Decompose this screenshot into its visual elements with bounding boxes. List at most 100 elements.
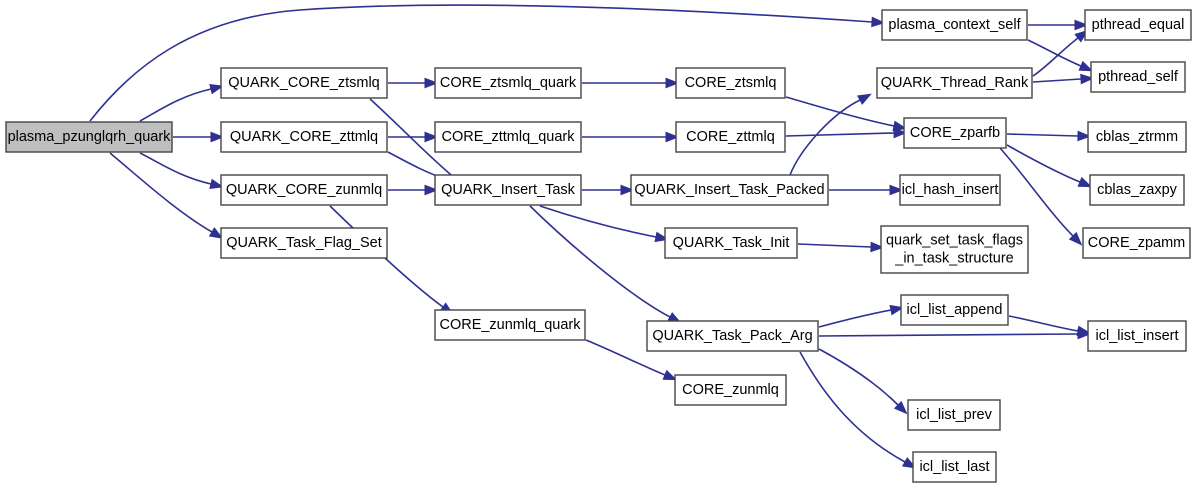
node-label: QUARK_Insert_Task_Packed — [634, 182, 824, 198]
edge-plasma_pzunglqrh_quark-to-QUARK_CORE_zunmlq — [139, 152, 225, 190]
arrowhead — [857, 93, 872, 105]
edge-plasma_context_self-to-pthread_equal — [1028, 19, 1089, 31]
node-box[interactable] — [220, 121, 388, 153]
graph-node-pthread_self[interactable]: pthread_self — [1090, 61, 1186, 93]
arrowhead — [871, 16, 886, 28]
arrowhead — [1076, 325, 1092, 337]
node-box[interactable] — [881, 9, 1028, 41]
node-box[interactable] — [1090, 61, 1186, 93]
node-box[interactable] — [1087, 320, 1187, 352]
node-label: icl_hash_insert — [902, 182, 999, 198]
node-label: CORE_ztsmlq — [685, 75, 777, 91]
nodes-layer: plasma_pzunglqrh_quarkQUARK_CORE_ztsmlqQ… — [5, 9, 1192, 483]
node-box[interactable] — [1089, 174, 1185, 206]
graph-node-icl_list_prev[interactable]: icl_list_prev — [907, 399, 1001, 431]
graph-node-plasma_pzunglqrh_quark[interactable]: plasma_pzunglqrh_quark — [5, 121, 173, 153]
node-box[interactable] — [220, 227, 388, 259]
graph-node-QUARK_Task_Flag_Set[interactable]: QUARK_Task_Flag_Set — [220, 227, 388, 259]
node-box[interactable] — [5, 121, 173, 153]
graph-node-CORE_zttmlq_quark[interactable]: CORE_zttmlq_quark — [434, 121, 582, 153]
graph-node-QUARK_Task_Init[interactable]: QUARK_Task_Init — [664, 227, 798, 259]
arrowhead — [870, 241, 885, 253]
arrowhead — [893, 127, 908, 139]
node-box[interactable] — [880, 225, 1029, 274]
graph-node-QUARK_CORE_zttmlq[interactable]: QUARK_CORE_zttmlq — [220, 121, 388, 153]
graph-node-cblas_zaxpy[interactable]: cblas_zaxpy — [1089, 174, 1185, 206]
node-label: QUARK_Task_Flag_Set — [226, 235, 382, 251]
graph-node-cblas_ztrmm[interactable]: cblas_ztrmm — [1087, 121, 1187, 153]
edge-CORE_ztsmlq-to-CORE_zparfb — [785, 96, 908, 132]
edge-CORE_zparfb-to-cblas_zaxpy — [1006, 144, 1093, 188]
node-box[interactable] — [1084, 9, 1192, 41]
node-box[interactable] — [876, 67, 1033, 99]
graph-node-CORE_zpamm[interactable]: CORE_zpamm — [1082, 227, 1191, 259]
arrowhead — [1077, 176, 1093, 188]
graph-node-icl_list_last[interactable]: icl_list_last — [912, 451, 997, 483]
edge-plasma_context_self-to-pthread_self — [1027, 39, 1094, 72]
arrowhead — [892, 120, 908, 132]
graph-node-CORE_zunmlq_quark[interactable]: CORE_zunmlq_quark — [434, 309, 586, 341]
node-box[interactable] — [1087, 121, 1187, 153]
node-label: QUARK_Task_Init — [673, 235, 790, 251]
graph-node-CORE_zparfb[interactable]: CORE_zparfb — [903, 117, 1007, 149]
graph-node-QUARK_Task_Pack_Arg[interactable]: QUARK_Task_Pack_Arg — [646, 320, 819, 352]
node-box[interactable] — [630, 174, 829, 206]
node-box[interactable] — [907, 399, 1001, 431]
graph-node-QUARK_CORE_zunmlq[interactable]: QUARK_CORE_zunmlq — [220, 174, 388, 206]
edge-QUARK_CORE_zunmlq-to-CORE_zunmlq_quark — [329, 205, 454, 315]
node-box[interactable] — [434, 174, 582, 206]
node-label: icl_list_append — [907, 302, 1003, 318]
edge-QUARK_Task_Init-to-quark_set_task_flags_in_task_structure — [797, 241, 885, 253]
arrowhead — [1068, 231, 1083, 246]
node-box[interactable] — [912, 451, 997, 483]
node-box[interactable] — [434, 121, 582, 153]
edge-CORE_zparfb-to-CORE_zpamm — [999, 147, 1083, 246]
graph-node-CORE_zunmlq[interactable]: CORE_zunmlq — [674, 374, 787, 406]
edge-QUARK_Insert_Task_Packed-to-QUARK_Thread_Rank — [789, 93, 872, 176]
graph-node-icl_list_append[interactable]: icl_list_append — [900, 294, 1009, 326]
graph-node-plasma_context_self[interactable]: plasma_context_self — [881, 9, 1028, 41]
node-label: icl_list_prev — [916, 407, 992, 423]
node-box[interactable] — [220, 174, 388, 206]
node-box[interactable] — [674, 374, 787, 406]
node-box[interactable] — [220, 67, 388, 99]
graph-node-CORE_ztsmlq[interactable]: CORE_ztsmlq — [675, 67, 786, 99]
node-box[interactable] — [434, 309, 586, 341]
node-box[interactable] — [899, 174, 1001, 206]
node-label: plasma_pzunglqrh_quark — [8, 129, 172, 145]
edge-QUARK_CORE_zttmlq-to-CORE_zttmlq_quark — [388, 131, 439, 143]
node-box[interactable] — [900, 294, 1009, 326]
node-box[interactable] — [1082, 227, 1191, 259]
node-label: icl_list_insert — [1096, 328, 1179, 344]
node-box[interactable] — [434, 67, 582, 99]
graph-node-CORE_ztsmlq_quark[interactable]: CORE_ztsmlq_quark — [434, 67, 582, 99]
node-box[interactable] — [646, 320, 819, 352]
graph-node-CORE_zttmlq[interactable]: CORE_zttmlq — [675, 121, 786, 153]
graph-node-icl_list_insert[interactable]: icl_list_insert — [1087, 320, 1187, 352]
edge-CORE_zunmlq_quark-to-CORE_zunmlq — [585, 339, 678, 381]
node-box[interactable] — [664, 227, 798, 259]
node-label: cblas_zaxpy — [1097, 182, 1178, 198]
graph-node-QUARK_Insert_Task[interactable]: QUARK_Insert_Task — [434, 174, 582, 206]
node-label: CORE_zunmlq_quark — [439, 317, 581, 333]
node-box[interactable] — [675, 121, 786, 153]
graph-node-QUARK_Insert_Task_Packed[interactable]: QUARK_Insert_Task_Packed — [630, 174, 829, 206]
node-box[interactable] — [675, 67, 786, 99]
arrowhead — [662, 369, 678, 381]
node-box[interactable] — [903, 117, 1007, 149]
node-label: QUARK_Insert_Task — [441, 182, 576, 198]
graph-node-pthread_equal[interactable]: pthread_equal — [1084, 9, 1192, 41]
node-label: quark_set_task_flags — [886, 232, 1023, 248]
graph-node-QUARK_Thread_Rank[interactable]: QUARK_Thread_Rank — [876, 67, 1033, 99]
graph-node-quark_set_task_flags_in_task_structure[interactable]: quark_set_task_flags_in_task_structure — [880, 225, 1029, 274]
edge-plasma_pzunglqrh_quark-to-QUARK_Task_Flag_Set — [109, 152, 224, 239]
graph-node-QUARK_CORE_ztsmlq[interactable]: QUARK_CORE_ztsmlq — [220, 67, 388, 99]
edge-QUARK_Thread_Rank-to-pthread_self — [1032, 73, 1095, 85]
arrowhead — [620, 184, 635, 196]
graph-node-icl_hash_insert[interactable]: icl_hash_insert — [899, 174, 1001, 206]
arrowhead — [424, 77, 439, 89]
arrowhead — [208, 227, 224, 239]
arrowhead — [893, 400, 908, 415]
arrowhead — [901, 457, 917, 469]
